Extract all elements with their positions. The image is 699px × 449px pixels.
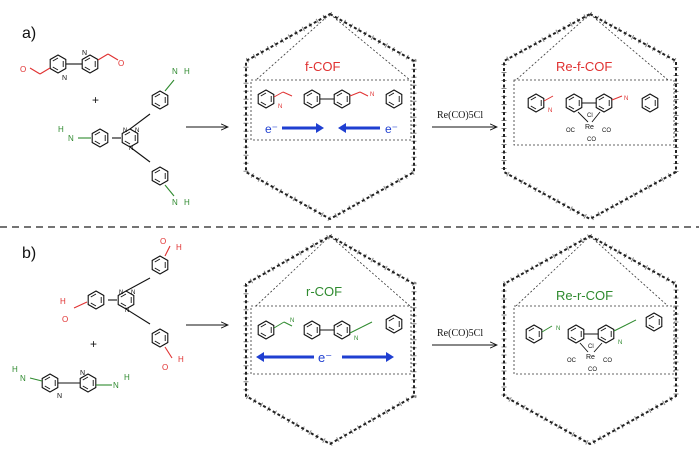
r-cof-title: r-COF	[306, 284, 342, 299]
plus-sign-a: +	[92, 93, 99, 107]
plus-sign-b: +	[90, 337, 97, 351]
f-cof-imine-n-right: N	[370, 92, 374, 98]
re-f-cof-co-right: CO	[602, 128, 611, 134]
re-r-cof-framework: Re-r-COF N N Cl Re OC CO CO	[501, 233, 679, 447]
b-triazine-n-2: N	[131, 290, 135, 296]
re-r-cof-title: Re-r-COF	[556, 288, 613, 303]
amine-n-top: N	[172, 67, 178, 76]
b-triazine-n-1: N	[119, 290, 123, 296]
re-r-cof-cl: Cl	[588, 344, 594, 350]
amine-h-top: H	[184, 67, 190, 76]
reagent-label-a: Re(CO)5Cl	[437, 110, 483, 121]
b-cho-o-left: O	[62, 315, 68, 324]
panel-b-label: b)	[22, 245, 36, 262]
re-r-cof-inset-box	[513, 305, 675, 375]
re-r-cof-oc: OC	[567, 358, 577, 364]
b-amine-n-right: N	[113, 381, 119, 390]
f-cof-inset-box	[250, 79, 412, 141]
re-r-cof-co-right: CO	[603, 358, 612, 364]
b-amine-n-left: N	[20, 374, 26, 383]
triazine-n-3: N	[129, 146, 133, 152]
diamino-bipyridine: N N N H N H	[12, 365, 130, 400]
b-cho-h-left: H	[60, 297, 66, 306]
aldehyde-o-left: O	[20, 65, 26, 74]
b-cho-h-top: H	[176, 243, 182, 252]
b-cho-h-bottom: H	[178, 355, 184, 364]
f-cof-framework: f-COF N N e⁻ e⁻	[243, 11, 417, 222]
f-cof-electron-right: e⁻	[385, 122, 398, 136]
r-cof-framework: r-COF N N e⁻	[243, 233, 417, 447]
re-f-cof-imine-n-right: N	[624, 96, 628, 102]
f-cof-electron-left: e⁻	[265, 122, 278, 136]
re-f-cof-oc: OC	[566, 128, 576, 134]
pyridine-n-2: N	[82, 50, 87, 57]
f-cof-title: f-COF	[305, 59, 340, 74]
b-amine-h-left: H	[12, 365, 18, 374]
b-cho-o-top: O	[160, 237, 166, 246]
re-f-cof-title: Re-f-COF	[556, 59, 612, 74]
b-cho-o-bottom: O	[162, 363, 168, 372]
re-r-cof-re: Re	[586, 354, 595, 361]
b-pyridine-n-1: N	[57, 393, 62, 400]
b-amine-h-right: H	[124, 373, 130, 382]
amine-h-bottom: H	[184, 198, 190, 207]
triazine-triamine: N N N N H N H N H	[58, 67, 190, 207]
re-f-cof-cl: Cl	[587, 113, 593, 119]
amine-n-left: N	[68, 134, 74, 143]
re-f-cof-framework: Re-f-COF N N Cl Re OC CO CO	[501, 11, 679, 222]
re-r-cof-imine-n-left: N	[556, 326, 560, 332]
triazine-trialdehyde: N N N O H H O O H	[60, 237, 184, 372]
re-f-cof-imine-n-left: N	[548, 108, 552, 114]
panel-b: b) N N N O H H O O H +	[12, 233, 679, 447]
re-f-cof-inset-box	[513, 79, 675, 146]
re-f-cof-co-bottom: CO	[587, 137, 596, 143]
reagent-label-b: Re(CO)5Cl	[437, 328, 483, 339]
pyridine-n-1: N	[62, 75, 67, 82]
amine-n-bottom: N	[172, 198, 178, 207]
amine-h-left: H	[58, 125, 64, 134]
re-r-cof-imine-n-right: N	[618, 340, 622, 346]
panel-a: a) N N O O + N N N N	[20, 11, 679, 222]
f-cof-imine-n-left: N	[278, 104, 282, 110]
triazine-n-1: N	[123, 128, 127, 134]
re-r-cof-co-bottom: CO	[588, 367, 597, 373]
bipyridine-dialdehyde: N N O O	[20, 50, 124, 82]
r-cof-imine-n-left: N	[290, 318, 294, 324]
triazine-n-2: N	[135, 128, 139, 134]
b-triazine-n-3: N	[125, 308, 129, 314]
r-cof-imine-n-right: N	[354, 336, 358, 342]
re-f-cof-re: Re	[585, 124, 594, 131]
aldehyde-o-right: O	[118, 59, 124, 68]
r-cof-electron: e⁻	[318, 350, 332, 365]
b-pyridine-n-2: N	[80, 370, 85, 377]
panel-a-label: a)	[22, 25, 36, 42]
